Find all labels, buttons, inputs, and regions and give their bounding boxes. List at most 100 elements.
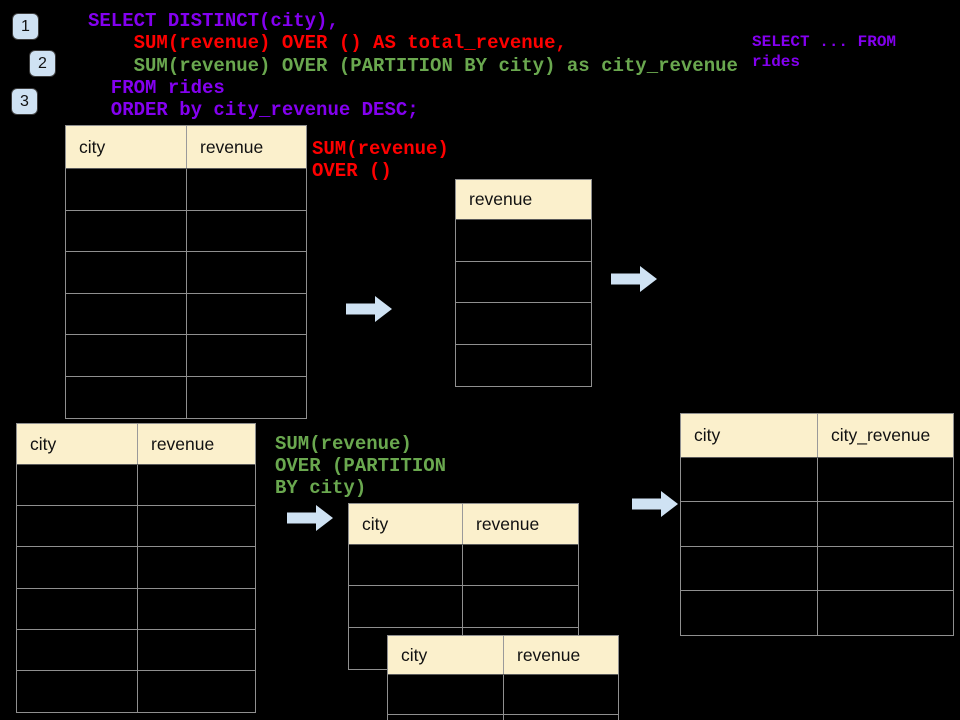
- column-header-city_revenue: city_revenue: [831, 425, 931, 445]
- table-row: [681, 590, 953, 636]
- table-cell: [681, 502, 818, 546]
- table-city-revenue-result: city city_revenue: [680, 413, 954, 637]
- table-cell: [17, 547, 138, 588]
- column-header-revenue: revenue: [517, 644, 581, 665]
- sql-code-line: SUM(revenue) OVER () AS total_revenue,: [88, 32, 567, 55]
- annotation-line: OVER (PARTITION: [275, 455, 447, 477]
- arrow-total-to-result-icon: [611, 266, 657, 292]
- table-row: [66, 252, 306, 294]
- table-row: [456, 261, 591, 303]
- table-cell: [187, 252, 306, 293]
- table-row: [349, 545, 578, 587]
- table-cell: [66, 335, 187, 376]
- table-row: [17, 506, 255, 548]
- table-cell: [187, 169, 306, 210]
- table-cell: [17, 629, 138, 670]
- table-row: [456, 303, 591, 345]
- table-cell: [66, 210, 187, 251]
- table-header-row: city revenue: [388, 636, 618, 675]
- table-row: [456, 220, 591, 262]
- table-cell: [138, 547, 255, 588]
- table-row: [66, 293, 306, 335]
- table-header-row: city city_revenue: [681, 414, 953, 458]
- step-badge-1: 1: [12, 13, 39, 40]
- table-cell: [349, 586, 463, 627]
- table-row: [681, 546, 953, 591]
- sql-code-line: SELECT DISTINCT(city),: [88, 10, 339, 32]
- table-row: [388, 714, 618, 720]
- table-cell: [17, 506, 138, 547]
- table-cell: [187, 210, 306, 251]
- sql-code-line: ORDER by city_revenue DESC;: [88, 99, 419, 122]
- table-cell: [17, 670, 138, 713]
- table-cell: [138, 506, 255, 547]
- step-badge-3: 3: [11, 88, 38, 115]
- table-cell: [818, 502, 953, 546]
- annotation-line: SUM(revenue): [275, 433, 412, 455]
- table-cell: [138, 588, 255, 629]
- table-cell: [187, 376, 306, 418]
- table-cell: [456, 261, 591, 302]
- step-badge-2: 2: [29, 50, 56, 77]
- table-row: [17, 547, 255, 589]
- column-header-city: city: [388, 636, 504, 674]
- table-cell: [504, 714, 618, 720]
- sql-code-line: SUM(revenue) OVER (PARTITION BY city) as…: [88, 54, 738, 77]
- table-row: [66, 169, 306, 211]
- table-cell: [681, 458, 818, 502]
- arrow-source-to-total-icon: [346, 296, 392, 322]
- table-cell: [463, 586, 578, 627]
- total-window-annotation: SUM(revenue)OVER (): [312, 138, 449, 182]
- table-row: [17, 629, 255, 671]
- table-cell: [456, 344, 591, 386]
- sql-code-line: rides: [752, 52, 801, 71]
- table-row: [66, 335, 306, 377]
- column-header-city: city: [681, 414, 818, 457]
- table-cell: [504, 675, 618, 714]
- table-row: [349, 586, 578, 628]
- arrow-partition-step-icon: [287, 505, 333, 531]
- arrow-partition-to-result-icon: [632, 491, 678, 517]
- column-header-revenue: revenue: [469, 189, 533, 209]
- table-cell: [388, 714, 504, 720]
- table-cell: [66, 252, 187, 293]
- table-row: [388, 675, 618, 715]
- table-cell: [456, 220, 591, 261]
- table-header-row: revenue: [456, 180, 591, 220]
- table-cell: [66, 293, 187, 334]
- table-row: [17, 465, 255, 507]
- table-cell: [187, 335, 306, 376]
- table-row: [66, 376, 306, 418]
- column-header-city: city: [17, 424, 138, 464]
- table-cell: [187, 293, 306, 334]
- column-header-city: city: [349, 504, 463, 544]
- table-cell: [138, 670, 255, 713]
- table-cell: [66, 376, 187, 418]
- table-cell: [818, 546, 953, 590]
- annotation-line: OVER (): [312, 160, 392, 182]
- table-cell: [66, 169, 187, 210]
- annotation-line: SUM(revenue): [312, 138, 449, 160]
- annotation-line: BY city): [275, 477, 367, 499]
- table-cell: [138, 629, 255, 670]
- column-header-revenue: revenue: [476, 513, 540, 534]
- table-row: [17, 588, 255, 630]
- table-row: [456, 344, 591, 386]
- table-row: [66, 210, 306, 252]
- sql-code-line: FROM rides: [88, 76, 225, 99]
- table-cell: [463, 545, 578, 586]
- table-cell: [818, 458, 953, 502]
- table-row: [17, 670, 255, 713]
- sql-query-code: SELECT DISTINCT(city), SUM(revenue) OVER…: [88, 10, 738, 121]
- table-total-revenue-result: revenue: [455, 179, 592, 387]
- table-cell: [681, 590, 818, 636]
- table-cell: [456, 303, 591, 344]
- column-header-city: city: [66, 126, 187, 168]
- table-cell: [349, 545, 463, 586]
